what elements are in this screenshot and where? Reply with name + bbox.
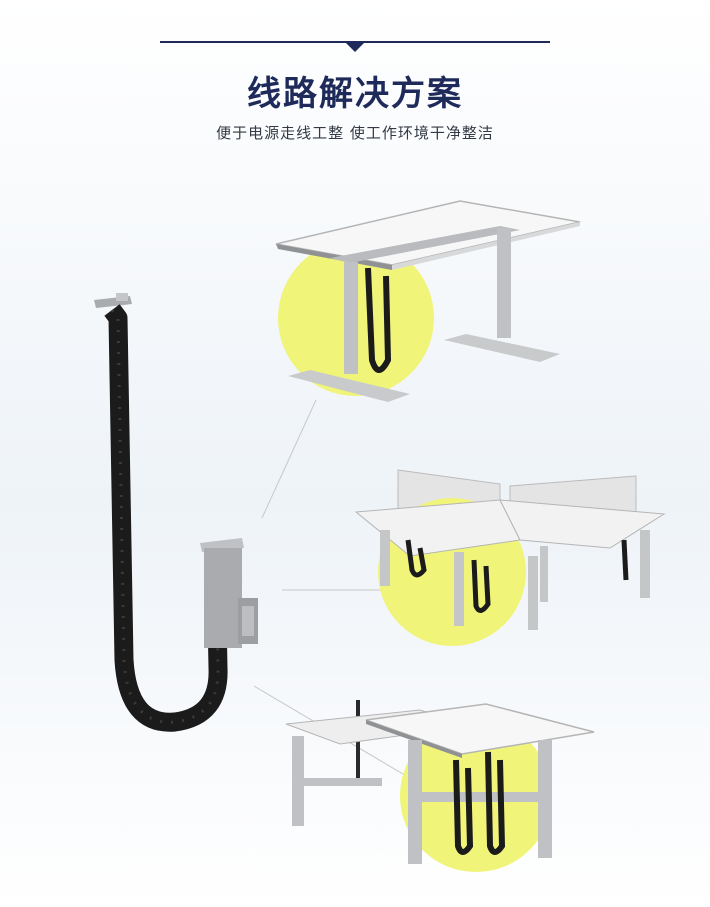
caret-down-icon bbox=[345, 42, 365, 52]
double-desk-with-cable-chains bbox=[285, 700, 595, 872]
cable-chain-product bbox=[94, 293, 258, 732]
header: 线路解决方案 便于电源走线工整 使工作环境干净整洁 bbox=[0, 0, 710, 160]
single-desk-with-cable-chain bbox=[275, 200, 581, 402]
page-title: 线路解决方案 bbox=[247, 74, 463, 114]
connector-line-top bbox=[261, 399, 317, 519]
workstation-cluster-with-cable-chain bbox=[354, 469, 666, 646]
page-subtitle: 便于电源走线工整 使工作环境干净整洁 bbox=[216, 124, 494, 142]
